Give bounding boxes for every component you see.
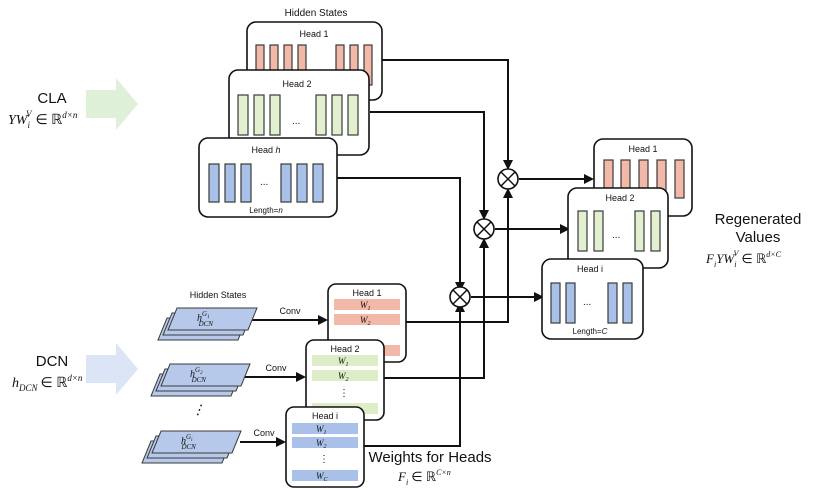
- dcn-formula: hDCN∈ ℝd×n: [12, 373, 83, 393]
- out-headi-card: Head i ... Length=C: [541, 258, 644, 340]
- weights-title: Weights for Heads: [368, 449, 491, 466]
- weights-head1-w2: W2: [360, 315, 371, 327]
- arrowheads: [276, 160, 594, 447]
- top-head2-card: Head 2 ...: [228, 69, 370, 156]
- top-headh-title: Head h: [251, 145, 280, 155]
- connection-lines: [240, 59, 590, 447]
- regenerated-title-line2: Values: [736, 229, 781, 246]
- top-headh-length: Length=n: [249, 206, 283, 215]
- weights-head1-title: Head 1: [352, 288, 381, 298]
- weights-headi-w1: W1: [316, 424, 327, 436]
- weights-head2-dots: ⋮: [339, 388, 349, 399]
- top-head2-title: Head 2: [282, 79, 311, 89]
- weights-headi-title: Head i: [312, 411, 338, 421]
- top-headh-card: Head h ... Length=n: [198, 137, 338, 218]
- regenerated-title-line1: Regenerated: [715, 211, 802, 228]
- weights-headi-card: Head i W1 W2 ⋮ WC: [285, 406, 365, 488]
- weights-head2-w2: W2: [338, 371, 349, 383]
- top-head1-title: Head 1: [299, 29, 328, 39]
- out-headi-title: Head i: [577, 264, 603, 274]
- dcn-hidden-states-title: Hidden States: [190, 290, 247, 300]
- weights-headi-wc: WC: [316, 471, 329, 483]
- conv-label-1: Conv: [279, 306, 301, 316]
- out-headi-length: Length=C: [573, 327, 608, 336]
- top-hidden-states-title: Hidden States: [285, 8, 348, 19]
- top-headh-ellipsis: ...: [260, 177, 268, 188]
- multiply-operator-1: [497, 168, 519, 190]
- out-head2-title: Head 2: [605, 193, 634, 203]
- weights-head1-w1: W1: [360, 300, 371, 312]
- cla-formula: YWiV∈ ℝd×n: [8, 109, 78, 130]
- cla-arrow: [86, 78, 138, 130]
- conv-label-2: Conv: [265, 363, 287, 373]
- top-head2-ellipsis: ...: [292, 116, 300, 127]
- cla-label: CLA: [37, 90, 66, 107]
- out-head1-title: Head 1: [628, 144, 657, 154]
- out-head2-card: Head 2 ...: [567, 187, 669, 269]
- weights-headi-w2: W2: [316, 438, 327, 450]
- dcn-arrow: [86, 343, 138, 395]
- out-head2-ellipsis: ...: [612, 230, 620, 241]
- multiply-operator-3: [449, 286, 471, 308]
- dcn-vertical-dots: ⋮: [190, 399, 209, 419]
- weights-head2-w1: W1: [338, 356, 349, 368]
- weights-head2-title: Head 2: [330, 344, 359, 354]
- weights-headi-dots: ⋮: [319, 454, 329, 465]
- conv-label-3: Conv: [253, 428, 275, 438]
- regenerated-formula: FiYWiV∈ ℝd×C: [705, 249, 782, 269]
- multiply-operator-2: [473, 218, 495, 240]
- out-headi-ellipsis: ...: [583, 297, 591, 308]
- weights-formula: Fi∈ ℝC×n: [397, 468, 451, 487]
- dcn-label: DCN: [36, 353, 69, 370]
